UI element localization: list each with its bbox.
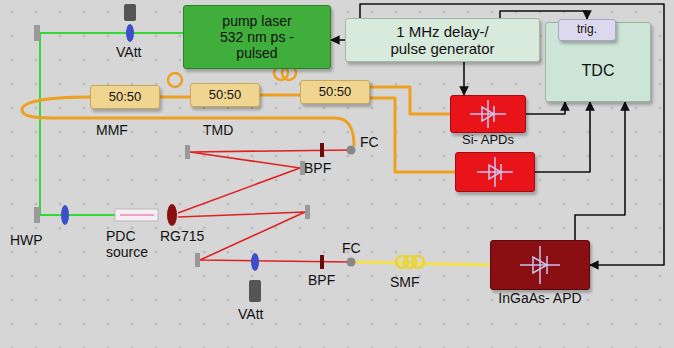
crystal-glow [120, 214, 154, 216]
part-label: VAtt [238, 306, 263, 322]
part-label: VAtt [116, 44, 141, 60]
fiber-link [370, 98, 455, 172]
mirror [195, 253, 200, 267]
part-label: SMF [390, 274, 420, 290]
signal-cable [575, 102, 625, 240]
bandpass-filter [320, 255, 324, 269]
signal-cable [526, 102, 565, 114]
mirror [34, 25, 40, 41]
part-label: FC [360, 134, 379, 150]
box-label: pump laser 532 nm ps - pulsed [217, 13, 297, 61]
signal-cable [535, 102, 590, 172]
device-label: Si- APDs [462, 133, 514, 148]
si-apd-box: Si- APDs [450, 95, 526, 133]
box-label: trig. [577, 23, 597, 37]
fiber-coupler [347, 258, 356, 267]
part-label: FC [342, 240, 361, 256]
fiber-coil [412, 256, 424, 268]
mirror [185, 145, 190, 159]
attenuator-disk [251, 253, 259, 271]
beam-splitter-box: 50:50 [300, 80, 370, 104]
fiber-coil [168, 73, 182, 87]
pump-beam [40, 33, 183, 215]
tdc-box: TDC trig. [545, 22, 651, 102]
attenuator-body [124, 4, 136, 21]
fiber-link [160, 96, 190, 99]
fiber-coupler [347, 146, 356, 155]
delay-generator-box: 1 MHz delay-/ pulse generator [345, 18, 540, 62]
mirror [34, 207, 40, 223]
signal-beam [178, 150, 350, 213]
device-label: InGaAs- APD [498, 290, 581, 306]
pdc-crystal [115, 209, 158, 221]
fiber-link [370, 87, 450, 114]
beam-splitter-box: 50:50 [190, 83, 260, 107]
box-label: 50:50 [109, 90, 142, 105]
signal-cable [331, 39, 345, 41]
ingaas-apd-box: InGaAs- APD [490, 240, 590, 290]
single-mode-fiber [354, 262, 490, 265]
signal-cable [463, 62, 465, 95]
rg715-filter [167, 204, 177, 226]
part-label: HWP [10, 232, 43, 248]
half-wave-plate [61, 205, 69, 225]
attenuator-body [249, 280, 261, 302]
beam-splitter-box: 50:50 [90, 85, 160, 109]
part-label: TMD [203, 122, 233, 138]
bandpass-filter [320, 143, 324, 157]
part-label: RG715 [160, 228, 204, 244]
attenuator-disk [126, 24, 134, 42]
fiber-link [260, 94, 300, 97]
box-label: 50:50 [209, 88, 242, 103]
trigger-input-box: trig. [558, 19, 616, 41]
part-label: BPF [304, 160, 331, 176]
part-label: BPF [308, 272, 335, 288]
si-apd-box [455, 152, 535, 192]
box-label: 1 MHz delay-/ pulse generator [378, 23, 508, 58]
part-label: MMF [96, 122, 128, 138]
box-label: TDC [582, 62, 615, 80]
pump-laser-box: pump laser 532 nm ps - pulsed [183, 5, 331, 69]
mirror [305, 205, 310, 219]
multimode-fiber [22, 97, 354, 146]
part-label: PDC source [106, 228, 154, 260]
box-label: 50:50 [319, 85, 352, 100]
